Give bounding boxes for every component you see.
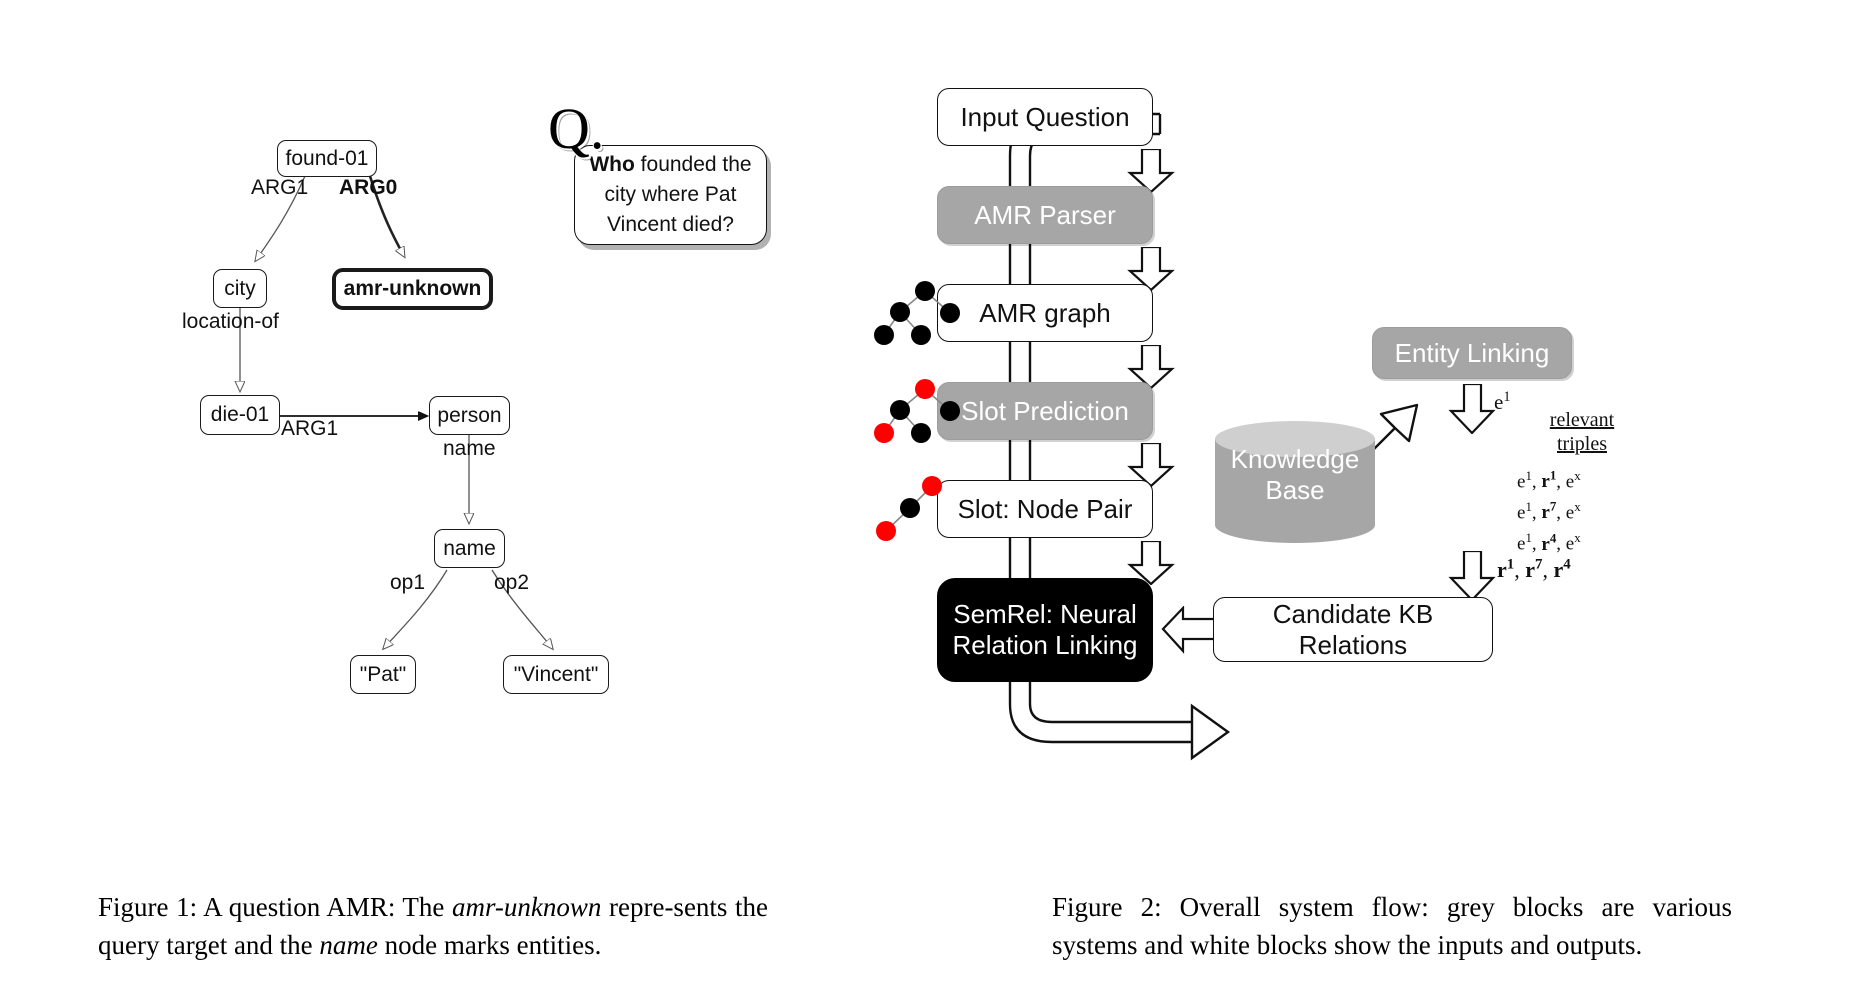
- triples-header-line2: triples: [1557, 433, 1607, 456]
- block-arrow-candidate-relations-to-semrel: [1161, 606, 1217, 654]
- cylinder-top-ellipse: [1215, 421, 1375, 457]
- edge-label-arg1-die-person: ARG1: [281, 417, 339, 440]
- knowledge-base-cylinder[interactable]: Knowledge Base: [1215, 421, 1375, 543]
- figure-1-caption-text-c: node marks entities.: [377, 930, 602, 961]
- block-arrow-entity-linking-to-kb: [1448, 384, 1496, 434]
- block-arrow-question-to-parser: [1127, 149, 1175, 193]
- amr-node-die-01[interactable]: die-01: [200, 395, 280, 435]
- figure-1-caption-italic-a: amr-unknown: [451, 892, 602, 922]
- block-semrel[interactable]: SemRel: Neural Relation Linking: [937, 578, 1153, 682]
- block-slot-node-pair[interactable]: Slot: Node Pair: [937, 480, 1153, 538]
- figure-1-caption: Figure 1: A question AMR: The amr-unknow…: [98, 888, 768, 965]
- triples-header-line1: relevant: [1549, 409, 1615, 431]
- edge-label-name: name: [443, 437, 496, 460]
- amr-node-city[interactable]: city: [213, 269, 267, 308]
- block-arrow-node-pair-to-semrel: [1127, 541, 1175, 585]
- triple-row: e1, r1, ex: [1517, 467, 1581, 493]
- entity-symbol-label: e1: [1494, 389, 1511, 414]
- amr-node-person[interactable]: person: [429, 396, 510, 435]
- question-line1-rest: founded the: [634, 153, 752, 177]
- edge-label-op2: op2: [494, 571, 530, 594]
- amr-node-name[interactable]: name: [434, 529, 505, 568]
- mini-graph-plain: [874, 281, 960, 345]
- edge-label-arg0: ARG0: [339, 176, 398, 199]
- triple-row: e1, r4, ex: [1517, 530, 1581, 555]
- triple-row: e1, r7, ex: [1517, 499, 1581, 524]
- figure-1: found-01 city amr-unknown die-01 person …: [0, 0, 937, 860]
- relations-symbol-label: r1, r7, r4: [1497, 557, 1571, 583]
- edge-label-arg1-found-city: ARG1: [251, 176, 309, 199]
- amr-node-vincent[interactable]: "Vincent": [503, 655, 609, 694]
- figure-1-caption-text-a: A question AMR: The: [197, 892, 452, 922]
- block-arrow-slot-prediction-to-node-pair: [1127, 443, 1175, 487]
- block-arrow-parser-to-graph: [1127, 247, 1175, 291]
- figure-2-caption: Figure 2: Overall system flow: grey bloc…: [1052, 888, 1732, 965]
- figure-1-caption-text-b: repre-sents the query target and the: [98, 892, 768, 961]
- question-marker: Q.: [548, 96, 605, 161]
- figure-2-caption-text: Overall system flow: grey blocks are var…: [1052, 892, 1732, 961]
- block-arrow-kb-to-candidate-relations: [1448, 551, 1496, 601]
- figure-1-caption-italic-b: name: [319, 930, 378, 961]
- edge-label-op1: op1: [390, 571, 426, 594]
- amr-edges: [0, 175, 937, 860]
- block-slot-prediction[interactable]: Slot Prediction: [937, 382, 1153, 440]
- relevant-triples: relevant triples e1, r1, ex e1, r7, ex e…: [1517, 408, 1647, 559]
- block-amr-graph[interactable]: AMR graph: [937, 284, 1153, 342]
- amr-node-pat[interactable]: "Pat": [350, 655, 416, 694]
- figure-2: Input Question AMR Parser AMR graph Slot…: [874, 0, 1874, 860]
- block-input-question[interactable]: Input Question: [937, 88, 1153, 146]
- mini-graph-highlighted: [874, 379, 960, 443]
- question-line2: city where Pat: [604, 183, 737, 207]
- block-entity-linking[interactable]: Entity Linking: [1372, 327, 1572, 379]
- figure-1-caption-label: Figure 1:: [98, 892, 198, 922]
- question-keyword: Who: [589, 153, 635, 177]
- edge-label-location-of: location-of: [182, 310, 279, 333]
- knowledge-base-label: Knowledge Base: [1230, 443, 1360, 505]
- block-candidate-kb-relations[interactable]: Candidate KB Relations: [1213, 597, 1493, 662]
- mini-graph-node-pair: [876, 476, 942, 541]
- block-amr-parser[interactable]: AMR Parser: [937, 186, 1153, 244]
- amr-node-amr-unknown[interactable]: amr-unknown: [332, 268, 493, 310]
- block-arrow-graph-to-slot-prediction: [1127, 345, 1175, 389]
- question-bubble: Who founded the city where Pat Vincent d…: [574, 145, 767, 245]
- question-line3: Vincent died?: [607, 212, 734, 236]
- figure-2-caption-label: Figure 2:: [1052, 892, 1162, 922]
- amr-node-found-01[interactable]: found-01: [277, 140, 377, 177]
- cylinder-bottom-ellipse: [1215, 507, 1375, 543]
